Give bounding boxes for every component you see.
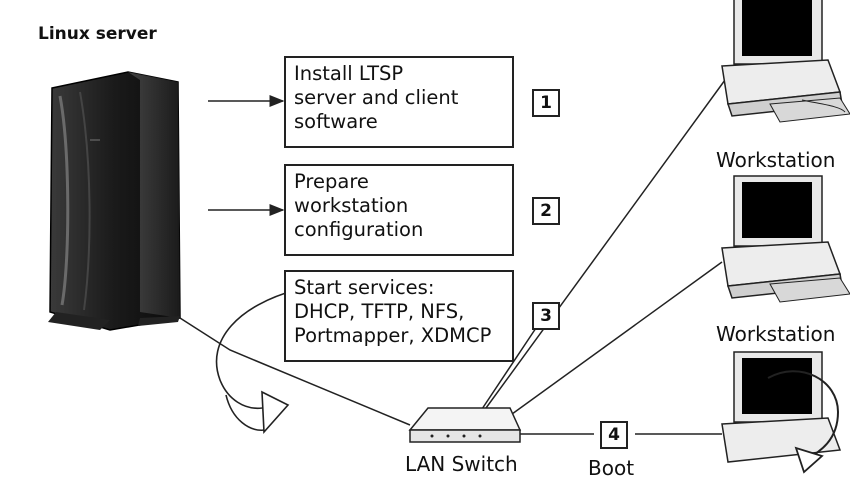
step-3-box: Start services: DHCP, TFTP, NFS, Portmap… (284, 270, 514, 362)
workstation-icon-1 (721, 0, 850, 123)
step-3-line-3: Portmapper, XDMCP (294, 324, 492, 347)
switch-label: LAN Switch (405, 452, 518, 476)
step-2-line-2: workstation (294, 194, 409, 217)
lan-switch-icon (408, 407, 522, 443)
boot-label: Boot (588, 456, 635, 480)
step-3-number: 3 (532, 302, 560, 330)
boot-step-number: 4 (600, 421, 628, 449)
step-2-box: Prepare workstation configuration (284, 164, 514, 256)
workstation-icon-2 (721, 175, 850, 303)
services-curved-arrow (215, 289, 297, 434)
boot-curved-arrow (767, 370, 840, 474)
workstation-icon-3 (721, 351, 842, 463)
step-3-line-1: Start services: (294, 276, 435, 299)
step-1-line-3: software (294, 110, 378, 133)
step-2-line-1: Prepare (294, 170, 369, 193)
step-1-number: 1 (532, 89, 560, 117)
network-cables (179, 79, 726, 435)
step-1-box: Install LTSP server and client software (284, 56, 514, 148)
workstation-3-label: Workstation (716, 322, 836, 346)
step-2-line-3: configuration (294, 218, 424, 241)
server-tower-icon (48, 71, 181, 331)
step-2-number: 2 (532, 197, 560, 225)
step-1-line-2: server and client (294, 86, 459, 109)
workstation-2-label: Workstation (716, 148, 836, 172)
step-1-line-1: Install LTSP (294, 62, 404, 85)
step-3-line-2: DHCP, TFTP, NFS, (294, 300, 465, 323)
server-label: Linux server (38, 24, 157, 44)
